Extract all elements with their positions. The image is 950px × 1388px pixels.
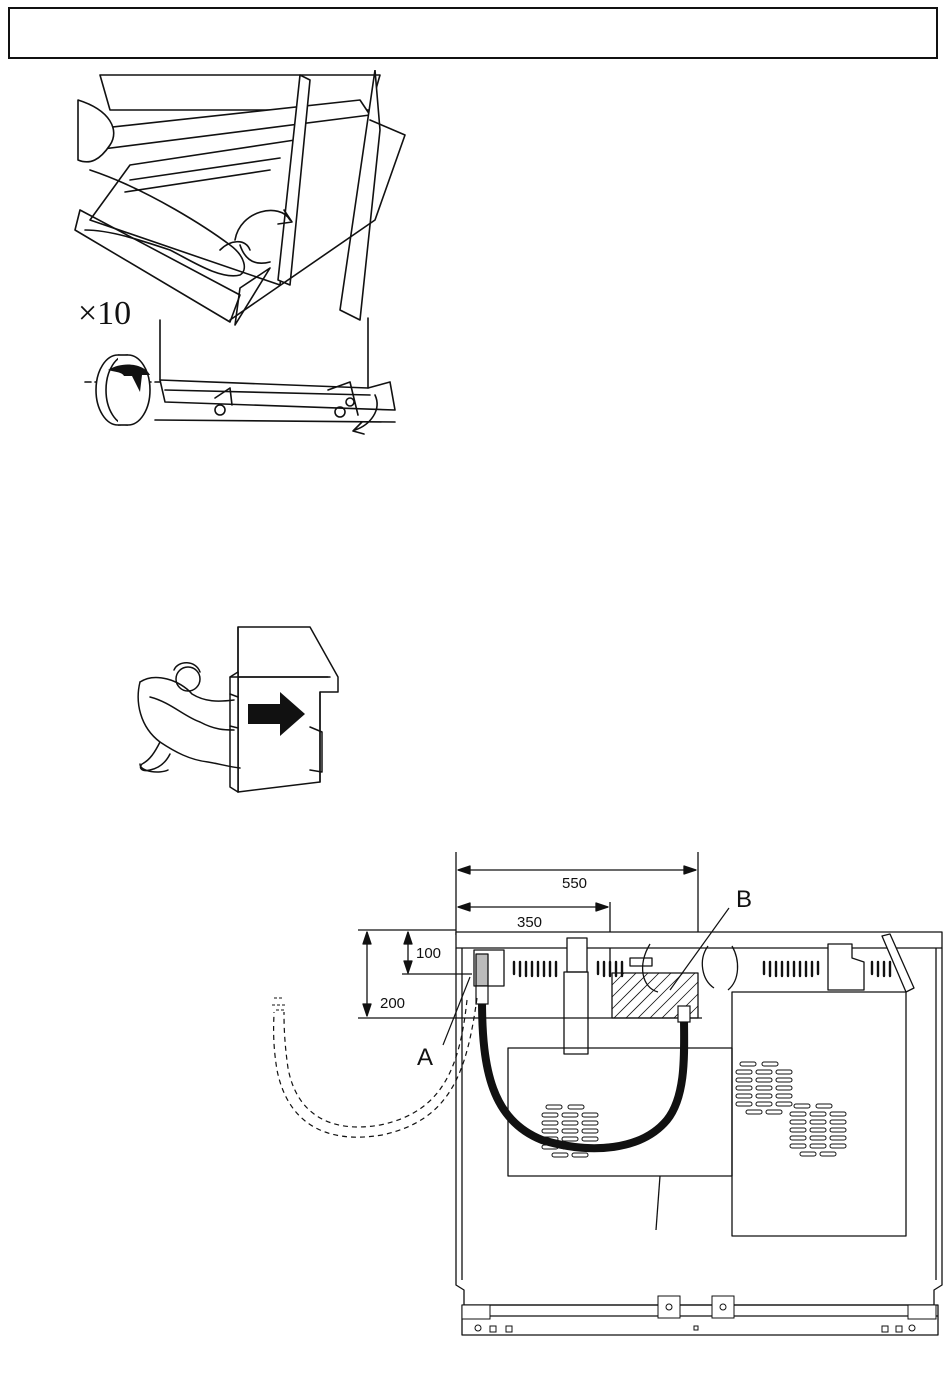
- label-a: A: [417, 1044, 433, 1071]
- figure-pull-appliance: [130, 622, 350, 797]
- figure-rear-gas-connection: 550 350 100 200 A B: [262, 850, 950, 1340]
- gas-hose-alternative: [274, 998, 477, 1137]
- dimension-550-label: 550: [562, 875, 587, 892]
- dimension-200-label: 200: [380, 995, 405, 1012]
- header-box: [8, 7, 938, 59]
- figure-drawer-removal: ×10: [70, 70, 410, 435]
- dimension-100-label: 100: [416, 945, 441, 962]
- dimension-350-label: 350: [517, 914, 542, 931]
- rotation-knob-icon: [96, 355, 150, 425]
- repeat-count-label: ×10: [78, 295, 131, 332]
- gas-hose: [482, 1000, 684, 1148]
- label-b: B: [736, 886, 752, 913]
